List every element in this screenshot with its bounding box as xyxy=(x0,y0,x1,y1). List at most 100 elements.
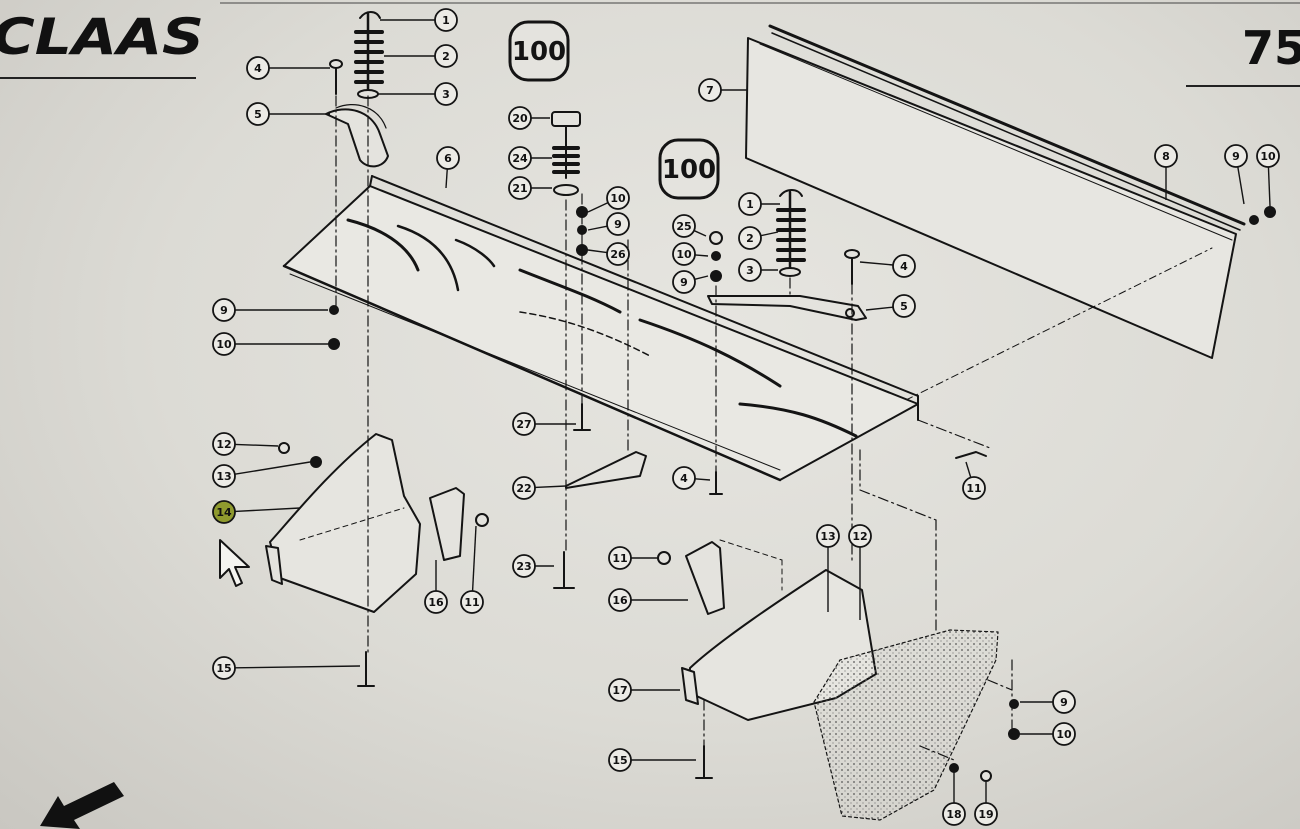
callout-9: 9 xyxy=(1224,144,1248,168)
callout-label: 13 xyxy=(820,530,835,543)
callout-10: 10 xyxy=(672,242,696,266)
callout-label: 24 xyxy=(512,152,528,165)
callout-label: 16 xyxy=(428,596,444,609)
callout-label: 4 xyxy=(680,472,688,485)
main-shelf xyxy=(282,175,919,482)
callout-26: 26 xyxy=(606,242,630,266)
stamp-badge-1: 100 xyxy=(508,20,570,82)
callout-label: 23 xyxy=(516,560,531,573)
callout-label: 15 xyxy=(216,662,231,675)
stamp-badge-2: 100 xyxy=(658,138,720,200)
leader-lines xyxy=(234,19,1271,803)
callout-label: 12 xyxy=(216,438,231,451)
callout-label: 6 xyxy=(444,152,452,165)
callout-label: 25 xyxy=(676,220,691,233)
stamp-text-2: 100 xyxy=(662,155,716,185)
rear-panel xyxy=(745,24,1246,401)
callout-label: 2 xyxy=(746,232,754,245)
callout-label: 9 xyxy=(1232,150,1240,163)
hatched-panel xyxy=(813,629,999,821)
callout-4: 4 xyxy=(672,466,696,490)
callout-label: 10 xyxy=(1056,728,1072,741)
leader-line xyxy=(587,249,608,254)
callout-9: 9 xyxy=(1052,690,1076,714)
callout-label: 21 xyxy=(512,182,527,195)
leader-line xyxy=(1237,166,1245,205)
callout-16: 16 xyxy=(608,588,632,612)
spring-left xyxy=(354,11,384,99)
callout-25: 25 xyxy=(672,214,696,238)
callout-23: 23 xyxy=(512,554,536,578)
callout-3: 3 xyxy=(434,82,458,106)
callout-label: 3 xyxy=(746,264,754,277)
callout-9: 9 xyxy=(606,212,630,236)
callout-18: 18 xyxy=(942,802,966,826)
leader-line xyxy=(587,225,608,231)
stamp-text-1: 100 xyxy=(512,37,566,67)
leader-line xyxy=(760,231,779,237)
callout-3: 3 xyxy=(738,258,762,282)
callout-label: 11 xyxy=(612,552,627,565)
callout-9: 9 xyxy=(212,298,236,322)
callout-label: 3 xyxy=(442,88,450,101)
bar-5 xyxy=(707,295,867,321)
leader-line xyxy=(234,665,361,669)
callout-label: 12 xyxy=(852,530,867,543)
page-number-block: 75 xyxy=(1186,21,1300,87)
callout-label: 11 xyxy=(966,482,981,495)
callout-label: 15 xyxy=(612,754,627,767)
callout-label: 9 xyxy=(220,304,228,317)
callout-1: 1 xyxy=(738,192,762,216)
leader-line xyxy=(965,461,972,478)
callout-label: 1 xyxy=(442,14,450,27)
callout-8: 8 xyxy=(1154,144,1178,168)
callout-label: 9 xyxy=(1060,696,1068,709)
leader-line xyxy=(1267,166,1271,207)
assembly-guides xyxy=(335,95,1013,761)
callout-5: 5 xyxy=(246,102,270,126)
clip-22 xyxy=(565,451,647,489)
callout-label: 4 xyxy=(254,62,262,75)
callout-14: 14 xyxy=(212,500,236,524)
callout-10: 10 xyxy=(606,186,630,210)
callout-21: 21 xyxy=(508,176,532,200)
callout-label: 4 xyxy=(900,260,908,273)
callout-label: 11 xyxy=(464,596,479,609)
callout-9: 9 xyxy=(672,270,696,294)
page-number: 75 xyxy=(1242,21,1300,75)
callout-27: 27 xyxy=(512,412,536,436)
callout-label: 27 xyxy=(516,418,531,431)
callout-10: 10 xyxy=(1256,144,1280,168)
callout-label: 17 xyxy=(612,684,627,697)
callout-label: 1 xyxy=(746,198,754,211)
left-housing xyxy=(265,433,465,613)
callout-5: 5 xyxy=(892,294,916,318)
leader-line xyxy=(694,478,711,481)
callout-11: 11 xyxy=(608,546,632,570)
callout-7: 7 xyxy=(698,78,722,102)
callout-label: 7 xyxy=(706,84,714,97)
leader-line xyxy=(865,306,894,311)
leader-line xyxy=(534,485,567,489)
bracket-5 xyxy=(325,104,389,168)
callout-label: 2 xyxy=(442,50,450,63)
callout-20: 20 xyxy=(508,106,532,130)
leader-line xyxy=(234,461,311,475)
spring-right xyxy=(776,189,806,277)
callout-label: 10 xyxy=(1260,150,1276,163)
callout-label: 13 xyxy=(216,470,231,483)
callout-24: 24 xyxy=(508,146,532,170)
callout-10: 10 xyxy=(212,332,236,356)
brand-logo: CLAAS xyxy=(0,8,204,79)
callout-label: 22 xyxy=(516,482,531,495)
callout-label: 5 xyxy=(900,300,908,313)
callout-11: 11 xyxy=(460,590,484,614)
leader-line xyxy=(859,261,894,266)
callout-label: 26 xyxy=(610,248,626,261)
callout-6: 6 xyxy=(436,146,460,170)
callout-22: 22 xyxy=(512,476,536,500)
callout-label: 8 xyxy=(1162,150,1170,163)
